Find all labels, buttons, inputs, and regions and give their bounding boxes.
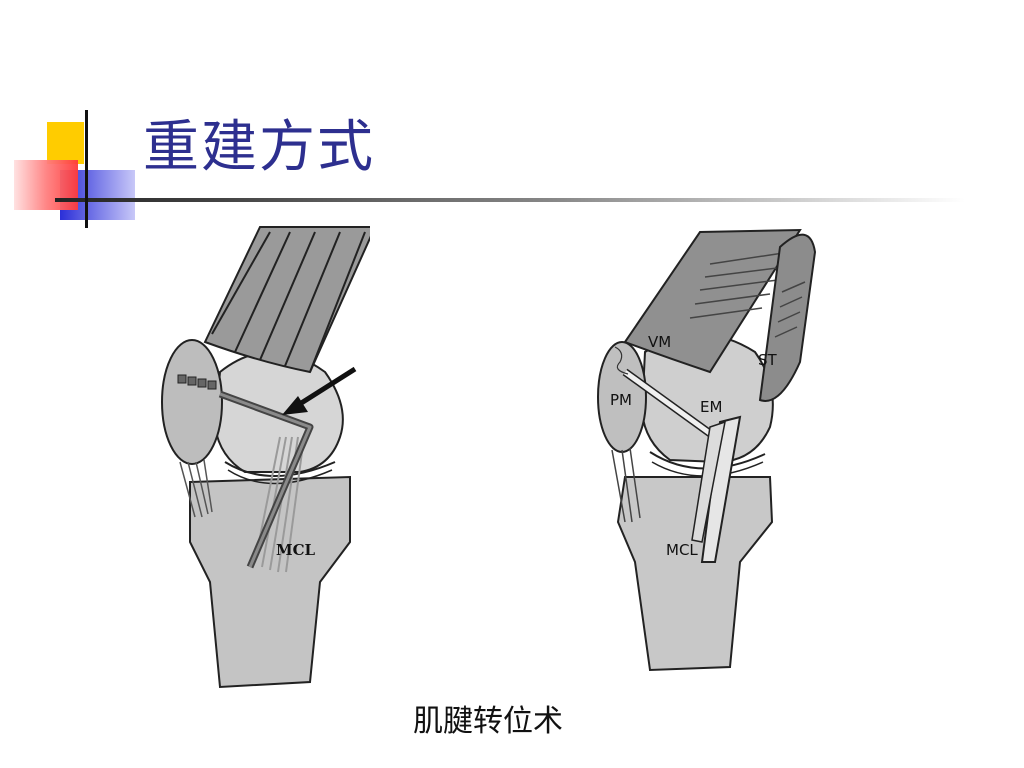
label-mcl-left: MCL	[276, 541, 316, 559]
vertical-bar	[85, 110, 88, 228]
suture-2	[187, 376, 197, 386]
slide-caption: 肌腱转位术	[0, 700, 976, 744]
label-st: ST	[758, 351, 778, 369]
label-mcl-right: MCL	[666, 541, 698, 559]
label-vm: VM	[648, 333, 671, 351]
title-underline	[55, 198, 965, 202]
label-pm: PM	[610, 391, 632, 409]
caption-text: 肌腱转位术	[413, 704, 563, 739]
title-decoration	[14, 110, 965, 228]
knee-illustration-left: MCL	[161, 226, 370, 689]
suture-4	[207, 380, 217, 390]
slide-title: 重建方式	[143, 115, 375, 180]
suture-1	[177, 374, 187, 384]
yellow-square	[47, 122, 84, 164]
knee-illustration-right: VM ST PM EM MCL	[597, 228, 817, 672]
suture-3	[197, 378, 207, 388]
red-square	[14, 160, 78, 210]
label-em: EM	[700, 398, 722, 416]
